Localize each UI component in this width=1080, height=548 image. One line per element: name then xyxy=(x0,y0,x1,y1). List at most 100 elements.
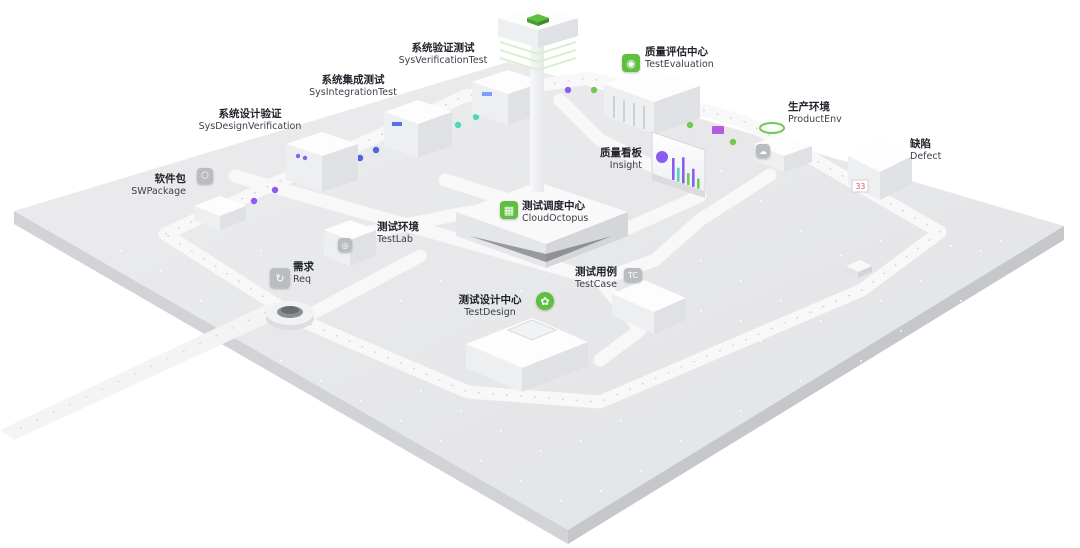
platform-dot xyxy=(480,300,482,302)
platform-dot xyxy=(320,380,322,382)
building-sys-design-verification xyxy=(286,132,358,192)
platform-dot xyxy=(440,280,442,282)
insight-bar xyxy=(687,173,690,186)
platform-dot xyxy=(720,170,722,172)
platform-dot xyxy=(220,270,222,272)
platform-dot xyxy=(940,360,942,362)
platform-dot xyxy=(980,250,982,252)
label-product-env: 生产环境 ProductEnv xyxy=(788,101,842,126)
platform-dot xyxy=(520,480,522,482)
platform-dot xyxy=(540,450,542,452)
platform-dot xyxy=(1000,300,1002,302)
platform-dot xyxy=(600,490,602,492)
platform-dot xyxy=(760,340,762,342)
platform-dot xyxy=(920,280,922,282)
platform-dot xyxy=(960,300,962,302)
road-markings xyxy=(164,77,942,403)
platform-dot xyxy=(820,420,822,422)
platform-dot xyxy=(820,320,822,322)
building-sys-integration xyxy=(384,100,452,158)
label-defect: 缺陷 Defect xyxy=(910,138,942,163)
platform-dot xyxy=(260,250,262,252)
platform-dot xyxy=(620,420,622,422)
globe-icon: ◎ xyxy=(338,238,352,252)
cloud-icon: ☁ xyxy=(756,144,770,158)
platform-dot xyxy=(880,300,882,302)
label-test-evaluation: 质量评估中心 TestEvaluation xyxy=(645,46,714,71)
gear-icon: ✿ xyxy=(536,292,554,310)
platform-dot xyxy=(400,300,402,302)
input-track xyxy=(0,300,292,440)
platform-dot xyxy=(120,250,122,252)
building-defect xyxy=(848,140,912,200)
platform-dot xyxy=(880,240,882,242)
platform-dot xyxy=(200,300,202,302)
insight-bar xyxy=(672,158,675,180)
req-turntable xyxy=(266,301,314,330)
platform-dot xyxy=(800,230,802,232)
platform-dot xyxy=(400,420,402,422)
platform-dot xyxy=(340,330,342,332)
platform-dot xyxy=(520,290,522,292)
platform-dot xyxy=(660,380,662,382)
platform-dot xyxy=(1000,240,1002,242)
platform-dot xyxy=(700,310,702,312)
platform-dot xyxy=(360,400,362,402)
platform-dot xyxy=(760,450,762,452)
label-sys-verification: 系统验证测试 SysVerificationTest xyxy=(398,42,488,67)
insight-bar xyxy=(682,157,685,184)
platform-dot xyxy=(480,460,482,462)
platform-dots xyxy=(120,120,1002,502)
label-insight: 质量看板 Insight xyxy=(600,147,642,172)
label-test-design: 测试设计中心 TestDesign xyxy=(458,294,522,319)
insight-bar xyxy=(677,167,680,182)
platform-dot xyxy=(440,440,442,442)
refresh-icon: ↻ xyxy=(270,268,290,288)
label-test-case: 测试用例 TestCase xyxy=(575,266,617,291)
user-icon: ◉ xyxy=(622,54,640,72)
platform-dot xyxy=(740,280,742,282)
label-req: 需求 Req xyxy=(293,261,314,286)
label-sys-integration: 系统集成测试 SysIntegrationTest xyxy=(309,74,397,99)
platform-dot xyxy=(680,440,682,442)
platform-dot xyxy=(160,270,162,272)
platform-dot xyxy=(910,260,912,262)
chip-icon: ▦ xyxy=(500,201,518,219)
platform-dot xyxy=(560,500,562,502)
platform-dot xyxy=(700,360,702,362)
box-icon: ⬡ xyxy=(197,168,213,184)
building-test-evaluation xyxy=(604,68,700,134)
platform-dot xyxy=(640,470,642,472)
platform-dot xyxy=(700,260,702,262)
label-cloud-octopus: 测试调度中心 CloudOctopus xyxy=(522,200,589,225)
platform-dot xyxy=(950,245,952,247)
platform-dot xyxy=(860,360,862,362)
platform-dot xyxy=(880,390,882,392)
tc-icon: TC xyxy=(624,268,642,282)
building-sw-package xyxy=(194,196,246,230)
insight-dashboard xyxy=(651,131,706,198)
insight-bar xyxy=(697,178,700,189)
platform-dot xyxy=(280,360,282,362)
label-sys-design-verification: 系统设计验证 SysDesignVerification xyxy=(198,108,302,133)
vehicle xyxy=(846,260,872,278)
platform-dot xyxy=(500,430,502,432)
platform-dot xyxy=(580,440,582,442)
platform-dot xyxy=(460,410,462,412)
platform-dot xyxy=(420,390,422,392)
cloud-octopus-hub xyxy=(456,6,628,268)
label-sw-package: 软件包 SWPackage xyxy=(131,173,186,198)
building-test-design xyxy=(466,318,588,392)
platform-dot xyxy=(800,380,802,382)
platform-dot xyxy=(740,410,742,412)
building-test-case xyxy=(612,280,686,334)
platform-dot xyxy=(900,330,902,332)
platform-dot xyxy=(380,360,382,362)
bug-counter-icon: 33 xyxy=(855,182,866,191)
insight-bar xyxy=(692,168,695,187)
label-test-lab: 测试环境 TestLab xyxy=(377,221,419,246)
platform-dot xyxy=(760,200,762,202)
platform-dot xyxy=(740,320,742,322)
platform-dot xyxy=(840,255,842,257)
